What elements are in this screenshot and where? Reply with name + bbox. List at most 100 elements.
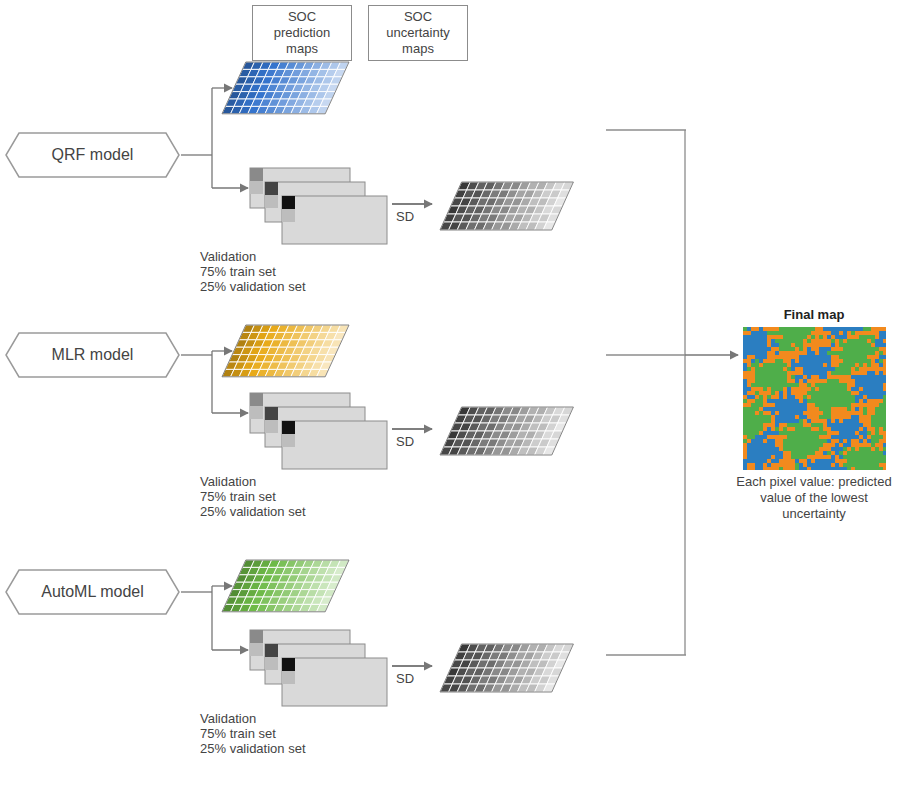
map-pixel	[879, 391, 883, 395]
map-pixel	[799, 343, 803, 347]
map-pixel	[859, 403, 863, 407]
map-pixel	[871, 455, 875, 459]
map-pixel	[867, 415, 871, 419]
map-pixel	[871, 343, 875, 347]
map-pixel	[863, 391, 867, 395]
map-pixel	[763, 351, 767, 355]
map-pixel	[783, 407, 787, 411]
fold-square	[282, 671, 295, 684]
map-pixel	[863, 355, 867, 359]
map-pixel	[779, 343, 783, 347]
fold-sheet	[282, 658, 387, 706]
map-pixel	[839, 327, 843, 331]
prediction-arrow	[212, 87, 232, 88]
map-pixel	[839, 435, 843, 439]
map-pixel	[831, 439, 835, 443]
map-pixel	[819, 327, 823, 331]
map-pixel	[843, 379, 847, 383]
map-pixel	[863, 423, 867, 427]
map-pixel	[875, 359, 879, 363]
header-text: SOC uncertainty maps	[375, 9, 461, 57]
map-pixel	[763, 383, 767, 387]
map-pixel	[783, 339, 787, 343]
map-pixel	[851, 415, 855, 419]
map-pixel	[799, 379, 803, 383]
map-pixel	[747, 439, 751, 443]
map-pixel	[783, 459, 787, 463]
map-pixel	[835, 415, 839, 419]
fold-square	[265, 195, 278, 208]
map-pixel	[767, 463, 771, 467]
map-pixel	[767, 467, 771, 470]
map-pixel	[759, 427, 763, 431]
map-pixel	[775, 387, 779, 391]
map-pixel	[875, 467, 879, 470]
map-pixel	[811, 467, 815, 470]
map-pixel	[795, 403, 799, 407]
map-pixel	[799, 387, 803, 391]
map-pixel	[871, 379, 875, 383]
map-pixel	[819, 335, 823, 339]
map-pixel	[815, 447, 819, 451]
map-pixel	[875, 459, 879, 463]
map-pixel	[883, 355, 886, 359]
map-pixel	[795, 431, 799, 435]
map-pixel	[847, 331, 851, 335]
map-pixel	[871, 383, 875, 387]
map-pixel	[743, 451, 747, 455]
map-pixel	[787, 363, 791, 367]
map-pixel	[743, 439, 747, 443]
map-pixel	[879, 423, 883, 427]
map-pixel	[863, 427, 867, 431]
map-pixel	[751, 439, 755, 443]
map-pixel	[779, 391, 783, 395]
map-pixel	[755, 467, 759, 470]
map-pixel	[827, 351, 831, 355]
map-pixel	[759, 435, 763, 439]
sd-arrow	[392, 665, 432, 666]
map-pixel	[815, 451, 819, 455]
map-pixel	[767, 371, 771, 375]
map-pixel	[843, 423, 847, 427]
map-pixel	[815, 339, 819, 343]
map-pixel	[811, 343, 815, 347]
map-pixel	[747, 371, 751, 375]
map-pixel	[791, 343, 795, 347]
map-pixel	[815, 391, 819, 395]
map-pixel	[759, 467, 763, 470]
map-pixel	[763, 443, 767, 447]
map-pixel	[843, 331, 847, 335]
hexagon-shape	[6, 133, 179, 177]
map-pixel	[831, 339, 835, 343]
map-pixel	[747, 419, 751, 423]
map-pixel	[763, 339, 767, 343]
map-pixel	[763, 415, 767, 419]
map-pixel	[799, 367, 803, 371]
map-pixel	[775, 351, 779, 355]
map-pixel	[871, 335, 875, 339]
map-pixel	[867, 419, 871, 423]
map-pixel	[759, 419, 763, 423]
map-pixel	[803, 423, 807, 427]
map-pixel	[827, 367, 831, 371]
map-pixel	[819, 403, 823, 407]
grid-border	[222, 325, 349, 377]
map-pixel	[751, 459, 755, 463]
map-pixel	[767, 335, 771, 339]
map-pixel	[755, 419, 759, 423]
uncertainty-map	[440, 644, 573, 692]
map-pixel	[747, 343, 751, 347]
map-pixel	[835, 371, 839, 375]
map-pixel	[859, 387, 863, 391]
map-pixel	[767, 331, 771, 335]
map-pixel	[751, 379, 755, 383]
map-pixel	[755, 443, 759, 447]
map-pixel	[783, 359, 787, 363]
fold-square	[282, 658, 295, 671]
map-pixel	[811, 375, 815, 379]
map-pixel	[795, 371, 799, 375]
map-pixel	[783, 371, 787, 375]
map-pixel	[827, 383, 831, 387]
map-pixel	[807, 447, 811, 451]
map-pixel	[867, 387, 871, 391]
